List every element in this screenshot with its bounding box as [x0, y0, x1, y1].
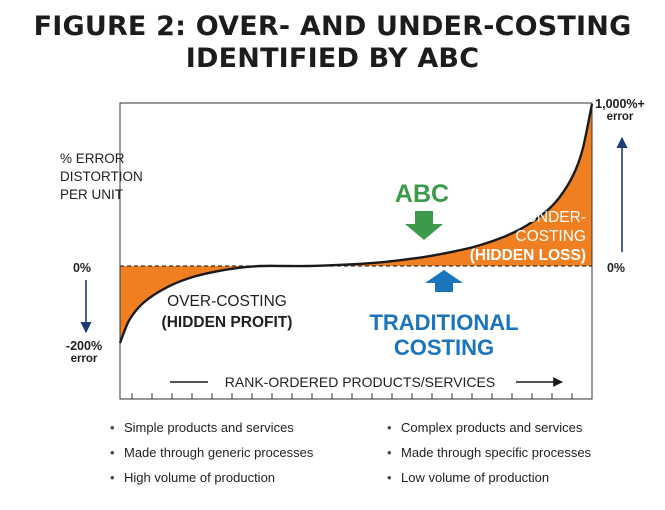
bullet-left-1: Simple products and services	[110, 420, 294, 436]
plot-frame	[119, 102, 593, 400]
under-costing-area	[308, 104, 592, 266]
left-min-label: -200% error	[58, 340, 110, 366]
right-max-value: 1,000%+	[595, 97, 645, 111]
y-axis-label-line3: PER UNIT	[60, 187, 124, 202]
bullet-right-1: Complex products and services	[387, 420, 582, 436]
chart-title-line2: IDENTIFIED BY ABC	[185, 43, 480, 74]
under-costing-label-line2: COSTING	[515, 228, 586, 245]
traditional-arrow-icon	[425, 270, 463, 292]
traditional-label-line1: TRADITIONAL	[369, 310, 518, 335]
abc-label: ABC	[395, 180, 449, 208]
under-costing-label-line1: UNDER-	[526, 209, 586, 226]
x-axis-label: RANK-ORDERED PRODUCTS/SERVICES	[225, 374, 495, 390]
x-axis-ticks	[131, 393, 573, 399]
y-axis-label-line1: % ERROR	[60, 151, 125, 166]
traditional-label-line2: COSTING	[394, 335, 494, 360]
chart-title-line1: FIGURE 2: OVER- AND UNDER-COSTING	[33, 11, 632, 42]
bullet-left-3: High volume of production	[110, 470, 275, 486]
over-costing-area	[120, 265, 309, 343]
left-min-unit: error	[70, 353, 98, 365]
right-max-unit: error	[606, 111, 634, 123]
y-axis-label-line2: DISTORTION	[60, 169, 143, 184]
right-max-label: 1,000%+ error	[588, 98, 652, 124]
left-min-value: -200%	[65, 339, 103, 353]
bullet-right-2: Made through specific processes	[387, 445, 591, 461]
over-costing-label: OVER-COSTING	[167, 293, 287, 310]
abc-arrow-icon	[405, 211, 443, 240]
hidden-loss-label: (HIDDEN LOSS)	[470, 247, 586, 264]
right-zero-label: 0%	[606, 261, 626, 275]
hidden-profit-label: (HIDDEN PROFIT)	[162, 314, 293, 331]
abc-curve	[118, 103, 594, 344]
bullet-left-2: Made through generic processes	[110, 445, 313, 461]
chart-svg: ABC TRADITIONAL COSTING OVER-COSTING (HI…	[80, 102, 628, 400]
left-zero-label: 0%	[72, 261, 92, 275]
bullet-right-3: Low volume of production	[387, 470, 549, 486]
